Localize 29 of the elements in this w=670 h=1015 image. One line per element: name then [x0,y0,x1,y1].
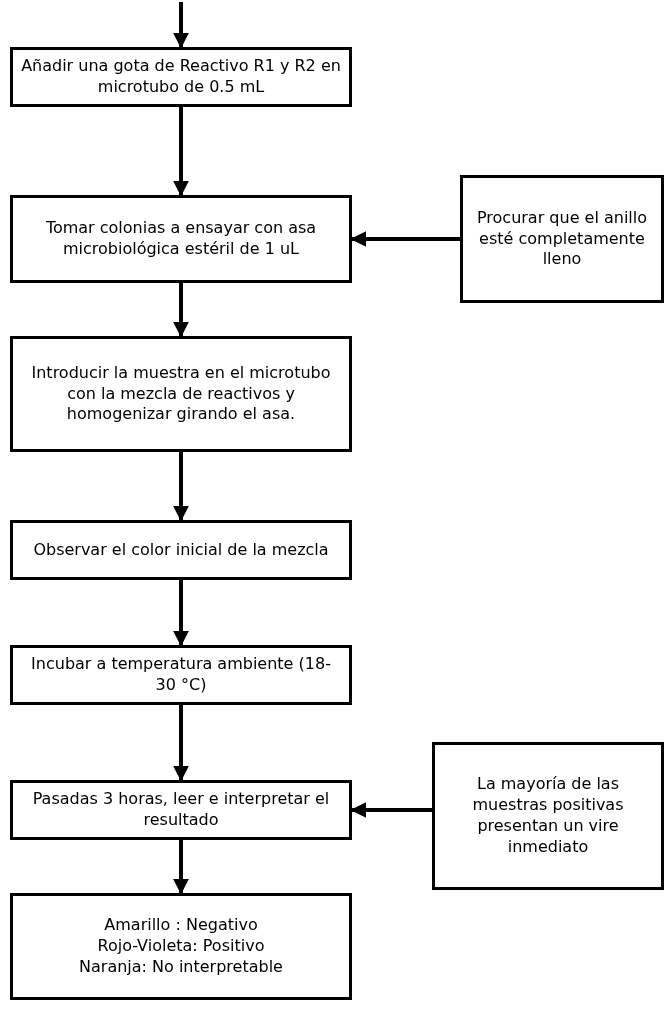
step-text: Introducir la muestra en el microtubo con la mezcla de reactivos y homogenizar girando el asa. [30,362,332,426]
step-text: Observar el color inicial de la mezcla [33,539,329,561]
note-box [460,175,664,303]
step-text: Rojo-Violeta: Positivo [97,936,265,957]
step-text: Incubar a temperatura ambiente (18-30 °C) [30,654,332,696]
process-box [10,195,352,283]
step-text: Tomar colonias a ensayar con asa microbiológica estéril de 1 uL [44,218,318,260]
arrow [173,705,189,782]
process-box [10,336,352,452]
arrow [173,452,189,522]
step-text: Añadir una gota de Reactivo R1 y R2 en microtubo de 0.5 mL [21,56,341,98]
step-text: Naranja: No interpretable [79,956,283,978]
step-text: Procurar que el anillo esté completamente lleno [475,207,648,271]
arrow [350,802,432,818]
arrow [173,107,189,197]
process-box [10,47,352,107]
note-box [432,742,664,890]
process-box [10,645,352,705]
step-text: Amarillo : Negativo [104,915,258,937]
process-box [10,520,352,580]
arrow [173,2,189,49]
arrow [173,840,189,895]
arrow [350,231,460,247]
process-box [10,780,352,840]
arrow [173,580,189,647]
step-text: La mayoría de las muestras positivas presentan un vire inmediato [471,774,625,858]
process-box [10,893,352,1000]
arrow [173,283,189,338]
step-text: Pasadas 3 horas, leer e interpretar el resultado [31,789,331,831]
